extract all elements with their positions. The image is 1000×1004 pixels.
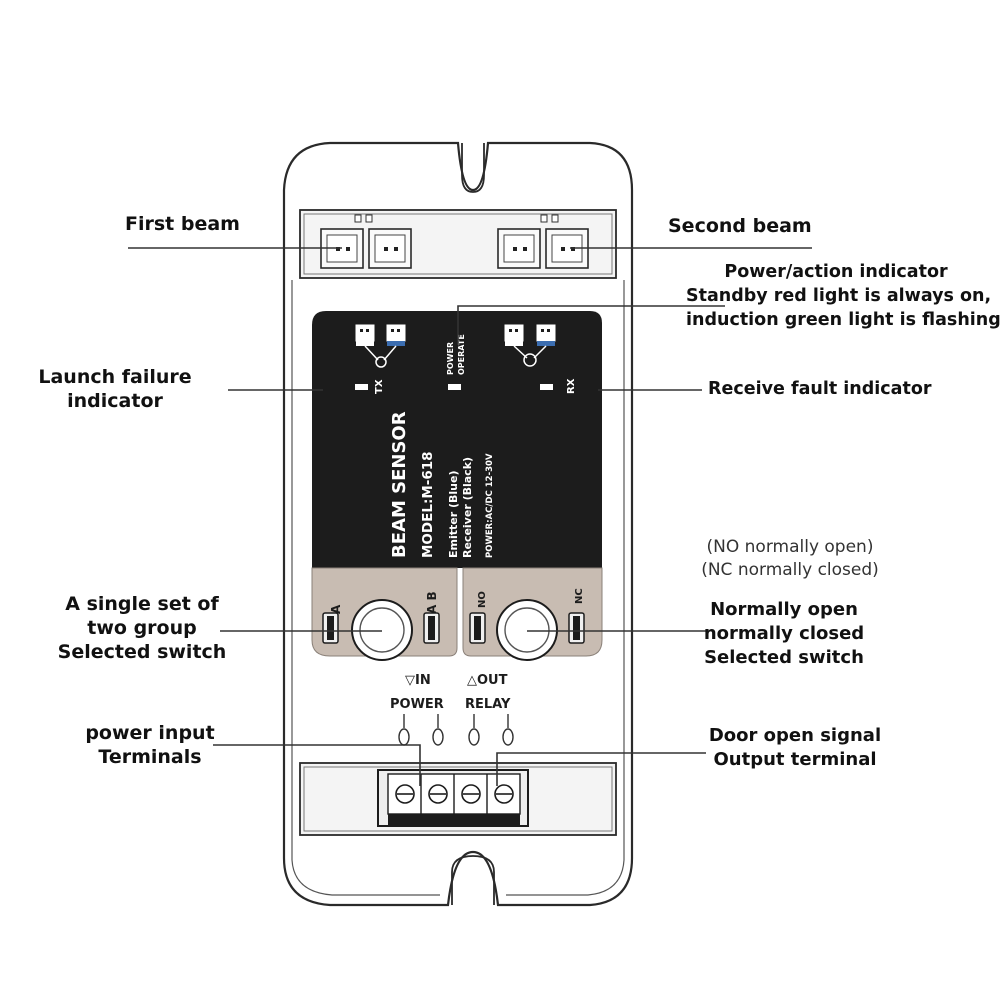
panel-model: MODEL:M-618	[420, 451, 436, 558]
second-beam-callout: Second beam	[668, 215, 812, 237]
operate-label: OPERATE	[457, 334, 466, 375]
first-beam-connector-b	[368, 228, 412, 269]
in-label: ▽IN	[405, 673, 431, 688]
panel-receiver: Receiver (Black)	[461, 457, 474, 558]
housing-inner-line	[291, 280, 625, 896]
tx-connector-icon	[355, 324, 406, 368]
left-knob[interactable]	[351, 599, 413, 661]
switch-ab-label: A B	[425, 591, 439, 614]
callout-leader-lines	[128, 247, 812, 786]
bottom-mounting-slot	[451, 855, 495, 905]
black-label-panel	[312, 311, 602, 568]
first-beam-callout: First beam	[125, 213, 240, 235]
top-mounting-slot	[461, 143, 485, 193]
panel-title: BEAM SENSOR	[389, 411, 410, 558]
panel-emitter: Emitter (Blue)	[447, 471, 460, 558]
rx-connector-icon	[504, 324, 556, 367]
door-signal-callout: Door open signal Output terminal	[708, 725, 882, 770]
rx-label: RX	[566, 378, 577, 394]
right-knob[interactable]	[496, 599, 558, 661]
second-beam-connector-a	[497, 228, 541, 269]
launch-failure-callout: Launch failure indicator	[38, 366, 192, 412]
group-select-switch[interactable]	[322, 612, 440, 644]
group-switch-callout: A single set of two group Selected switc…	[57, 593, 227, 663]
power-input-callout: power input Terminals	[85, 722, 215, 768]
power-label: POWER	[446, 342, 455, 375]
panel-power-spec: POWER:AC/DC 12-30V	[485, 453, 495, 558]
power-action-callout: Power/action indicator Standby red light…	[686, 262, 1000, 330]
no-nc-note: (NO normally open) (NC normally closed)	[701, 537, 879, 580]
out-label: △OUT	[467, 673, 508, 688]
switch-nc-label: NC	[574, 588, 585, 604]
relay-terminal-label: RELAY	[465, 697, 511, 712]
no-nc-select-switch[interactable]	[469, 612, 585, 644]
terminal-screws[interactable]	[395, 784, 514, 804]
switch-no-label: NO	[477, 591, 488, 608]
power-terminal-label: POWER	[390, 697, 444, 712]
power-operate-led	[448, 384, 461, 390]
no-nc-switch-callout: Normally open normally closed Selected s…	[703, 599, 865, 668]
terminal-lead-pins	[398, 714, 514, 746]
receive-fault-callout: Receive fault indicator	[708, 379, 932, 399]
rx-fault-led	[540, 384, 553, 390]
tx-fault-led	[355, 384, 368, 390]
switch-a-label: A	[329, 604, 343, 614]
tx-label: TX	[374, 379, 385, 394]
